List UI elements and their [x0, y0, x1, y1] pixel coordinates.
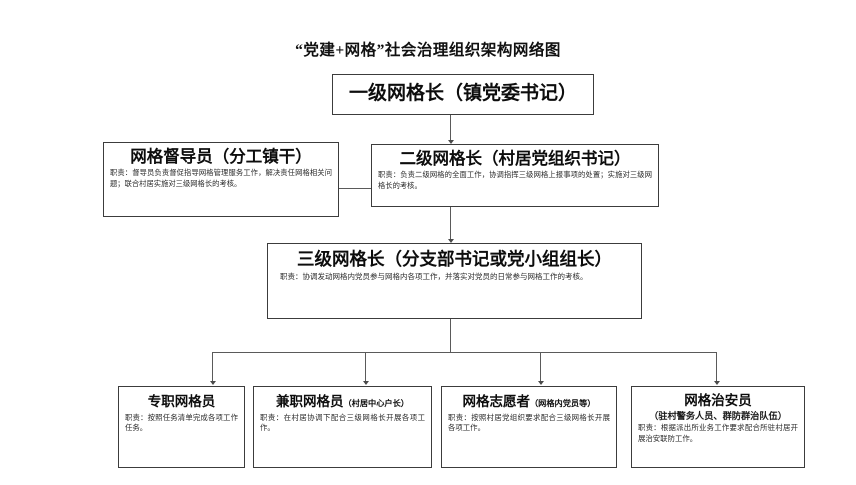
node-leaf-2-subtitle: （网格内党员等） [529, 399, 596, 408]
node-leaf-1-heading: 兼职网格员（村居中心户长） [260, 394, 425, 410]
connector-l1-to-l2 [450, 115, 452, 142]
node-leaf-1-desc: 职责：在村居协调下配合三级网格长开展各项工作。 [260, 412, 425, 433]
connector-bus-to-leaf-2 [540, 352, 542, 384]
node-level-2-grid-chief[interactable]: 二级网格长（村居党组织书记） 职责：负责二级网格的全面工作，协调指挥三级网格上报… [371, 144, 659, 207]
node-grid-supervisor-title: 网格督导员（分工镇干） [130, 147, 312, 166]
arrow-l2-to-l3-icon [448, 239, 454, 243]
node-level-2-title: 二级网格长（村居党组织书记） [399, 149, 631, 168]
node-leaf-grid-volunteer[interactable]: 网格志愿者（网格内党员等） 职责：按照村居党组织要求配合三级网格长开展各项工作。 [441, 386, 617, 468]
connector-l2-to-l3 [450, 207, 452, 241]
arrow-leaf-0-icon [210, 381, 216, 385]
node-level-3-title: 三级网格长（分支部书记或党小组组长） [297, 249, 612, 269]
arrow-leaf-3-icon [714, 381, 720, 385]
arrow-l1-to-l2-icon [448, 140, 454, 144]
node-level-3-grid-chief[interactable]: 三级网格长（分支部书记或党小组组长） 职责：协调发动网格内党员参与网格内各项工作… [267, 243, 642, 319]
node-leaf-2-desc: 职责：按照村居党组织要求配合三级网格长开展各项工作。 [448, 412, 610, 433]
node-leaf-part-time-grid-member[interactable]: 兼职网格员（村居中心户长） 职责：在村居协调下配合三级网格长开展各项工作。 [253, 386, 432, 468]
node-leaf-3-desc: 职责：根据派出所业务工作要求配合所驻村居开展治安联防工作。 [638, 423, 798, 443]
connector-bus-to-leaf-3 [716, 352, 718, 384]
node-level-1-grid-chief[interactable]: 一级网格长（镇党委书记） [332, 74, 594, 115]
connector-bus-to-leaf-1 [365, 352, 367, 384]
node-leaf-1-subtitle: （村居中心户长） [343, 399, 409, 408]
connector-bus-to-leaf-0 [212, 352, 214, 384]
arrow-leaf-1-icon [363, 381, 369, 385]
node-leaf-1-title: 兼职网格员 [275, 394, 344, 409]
connector-supervisor-to-l2 [339, 188, 371, 190]
node-leaf-3-title: 网格治安员 [684, 393, 752, 408]
arrow-leaf-2-icon [538, 381, 544, 385]
node-leaf-0-desc: 职责：按照任务清单完成各项工作任务。 [125, 412, 238, 433]
node-leaf-3-paren: （驻村警务人员、群防群治队伍） [649, 410, 787, 421]
node-level-1-title: 一级网格长（镇党委书记） [348, 82, 577, 104]
connector-bus-horizontal [212, 352, 717, 354]
node-leaf-0-title: 专职网格员 [147, 394, 216, 409]
node-grid-supervisor[interactable]: 网格督导员（分工镇干） 职责：督导员负责督促指导网格管理服务工作，解决责任网格相… [103, 142, 339, 217]
node-leaf-grid-security-officer[interactable]: 网格治安员 （驻村警务人员、群防群治队伍） 职责：根据派出所业务工作要求配合所驻… [631, 386, 805, 468]
node-leaf-full-time-grid-member[interactable]: 专职网格员 职责：按照任务清单完成各项工作任务。 [118, 386, 245, 468]
node-leaf-2-heading: 网格志愿者（网格内党员等） [448, 394, 610, 410]
node-grid-supervisor-desc: 职责：督导员负责督促指导网格管理服务工作，解决责任网格相关问题；联合村居实施对三… [110, 168, 332, 188]
node-leaf-0-heading: 专职网格员 [125, 394, 238, 410]
node-leaf-3-heading: 网格治安员 [638, 393, 798, 409]
node-level-2-desc: 职责：负责二级网格的全面工作，协调指挥三级网格上报事项的处置；实施对三级网格长的… [378, 170, 652, 190]
page-title: “党建+网格”社会治理组织架构网络图 [295, 42, 561, 59]
node-level-3-desc: 职责：协调发动网格内党员参与网格内各项工作，并落实对党员的日常参与网格工作的考核… [280, 271, 588, 281]
node-leaf-2-title: 网格志愿者 [462, 394, 530, 409]
connector-l3-to-bus [450, 319, 452, 353]
